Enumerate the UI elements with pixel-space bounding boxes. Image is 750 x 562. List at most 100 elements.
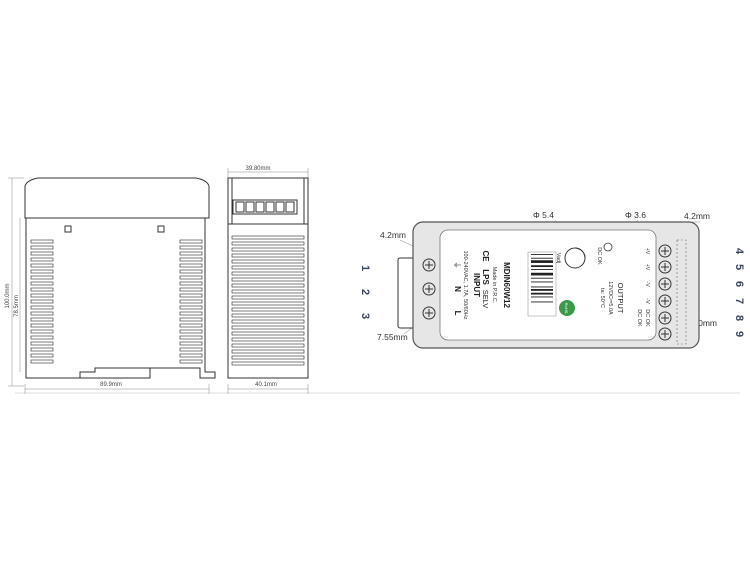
ta-rating: ta: 50°C [599,288,605,308]
side-vents [231,235,305,366]
barcode-bar [531,265,553,268]
vent-slot [179,257,203,262]
barcode-bar [531,260,553,263]
vent-slot [231,349,305,354]
barcode-bar [531,301,553,303]
vent-slot [231,313,305,318]
vent-slot [231,331,305,336]
vent-slot [179,269,203,274]
output-terminal-label: -V [644,281,650,287]
vent-slot [30,299,54,304]
hole-small-label: Φ 3.6 [625,210,646,220]
front-left-vents [30,239,54,364]
vent-slot [30,275,54,280]
output-terminal-label: -V [644,298,650,304]
left-margin-label: 4.2mm [380,230,406,240]
rohs-badge-text: RoHS [564,303,569,314]
vent-slot [179,347,203,352]
mark-ce: CE [481,250,490,262]
barcode-bar [531,277,553,279]
input-terminal-label: L [453,311,462,316]
vent-slot [30,311,54,316]
output-terminal-label: DC OK [636,309,642,327]
output-terminal-label: DC OK [644,309,650,327]
side-view: 39.80mm 40.1mm [227,166,309,394]
pin-number: 9 [733,331,745,337]
barcode [531,254,553,303]
vent-slot [30,305,54,310]
barcode-bar [531,257,553,259]
barcode-bar [531,289,553,291]
vent-slot [231,277,305,282]
vent-slot [30,239,54,244]
left-pin-numbers: 1 2 3 [359,265,371,319]
vent-slot [179,329,203,334]
vent-slot [179,353,203,358]
pin-number: 1 [359,265,371,271]
vent-slot [179,323,203,328]
barcode-bar [531,292,553,295]
output-terminal-label: +V [644,248,650,255]
vent-slot [30,269,54,274]
dcok-led-label: DC OK [596,247,602,265]
right-pin-numbers: 4 5 6 7 8 9 [733,248,745,337]
input-terminal-label: N [453,286,462,292]
pin-number: 7 [733,298,745,304]
vent-slot [30,263,54,268]
output-title: OUTPUT [616,283,625,314]
vent-slot [231,295,305,300]
pin-number: 3 [359,313,371,319]
vent-slot [231,343,305,348]
mark-selv: SELV [481,290,490,309]
front-inner-height-label: 78.5mm [14,295,20,317]
dcok-led [603,242,613,252]
right-margin-label: 4.2mm [684,211,710,221]
side-terminal-block [232,199,298,215]
side-bottom-width-label: 40.1mm [255,382,277,388]
vent-slot [179,239,203,244]
vent-slot [30,347,54,352]
hole-large-label: Φ 5.4 [533,210,554,220]
vent-slot [179,317,203,322]
vent-slot [179,311,203,316]
vent-slot [179,263,203,268]
front-right-vents [179,239,203,364]
vent-slot [231,355,305,360]
barcode-bar [531,296,553,298]
vent-slot [179,341,203,346]
made-in: Made in P.R.C. [491,267,497,304]
vent-slot [231,283,305,288]
vent-slot [179,359,203,364]
vent-slot [30,353,54,358]
vent-slot [231,325,305,330]
vent-slot [231,307,305,312]
model-name: MDIN60W12 [502,262,511,308]
vent-slot [179,299,203,304]
vent-slot [179,245,203,250]
input-terminals [422,258,436,320]
vent-slot [231,235,305,240]
vent-slot [30,257,54,262]
vent-slot [231,247,305,252]
vent-slot [231,241,305,246]
pin-number: 5 [733,264,745,270]
vent-slot [30,335,54,340]
vent-slot [231,265,305,270]
vent-slot [30,281,54,286]
vadj-label: Vadj [555,253,561,264]
vent-slot [231,319,305,324]
vent-slot [231,259,305,264]
output-terminal-label: +V [644,264,650,271]
vent-slot [231,301,305,306]
vent-slot [30,341,54,346]
front-width-label: 89.9mm [100,382,122,388]
vent-slot [179,251,203,256]
input-rating: 100-240VAC, 1.7A, 50/60Hz [462,251,468,320]
vent-slot [30,245,54,250]
vent-slot [30,329,54,334]
vent-slot [179,305,203,310]
input-terminal-label: ⏚ [453,261,462,269]
barcode-bar [531,254,553,255]
vent-slot [30,251,54,256]
